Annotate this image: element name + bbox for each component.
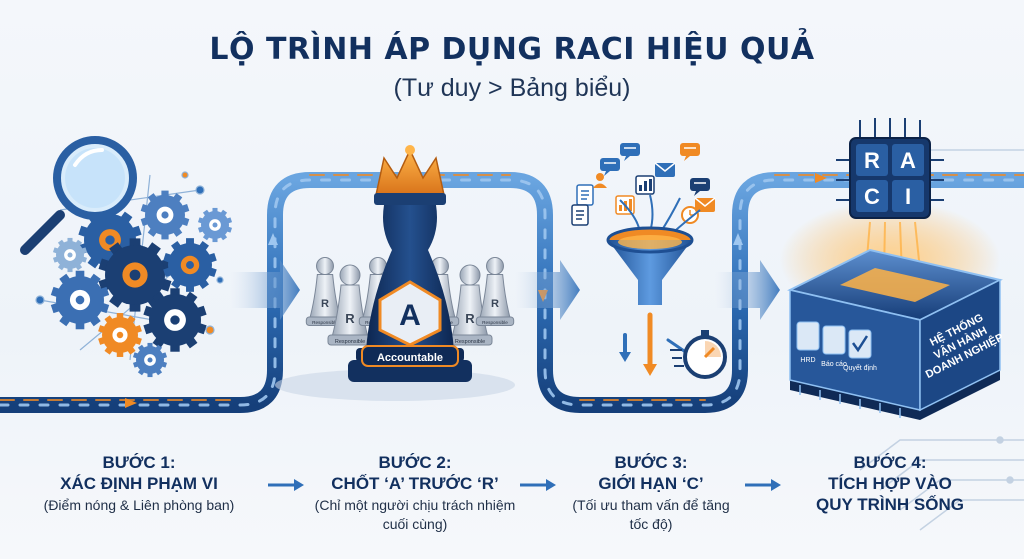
email-icon xyxy=(694,197,716,212)
step-1-label: BƯỚC 1: xyxy=(102,453,176,472)
step-2-title: CHỐT ‘A’ TRƯỚC ‘R’ xyxy=(331,474,499,493)
pawn-letter: R xyxy=(491,298,499,310)
step-4: BƯỚC 4: TÍCH HỢP VÀO QUY TRÌNH SỐNG xyxy=(790,452,990,515)
chat-bubble-icon xyxy=(690,178,710,196)
king-piece xyxy=(348,145,472,382)
raci-platform xyxy=(780,118,1003,420)
page-title: LỘ TRÌNH ÁP DỤNG RACI HIỆU QUẢ xyxy=(209,32,815,67)
funnel-illustration xyxy=(571,143,727,379)
step-1: BƯỚC 1: XÁC ĐỊNH PHẠM VI (Điểm nóng & Li… xyxy=(14,452,264,515)
gear-icon xyxy=(197,207,233,243)
pawn-letter: R xyxy=(345,311,355,326)
chat-bubble-icon xyxy=(600,158,620,176)
gears-illustration xyxy=(20,136,233,378)
pawn-piece: R Responsible xyxy=(327,264,373,346)
pawn-letter: R xyxy=(465,311,475,326)
email-icon xyxy=(654,162,676,177)
platform-pins xyxy=(799,385,901,418)
document-icon xyxy=(576,184,594,206)
step-4-label: BƯỚC 4: xyxy=(853,453,927,472)
step-2-desc: (Chỉ một người chịu trách nhiệm cuối cùn… xyxy=(314,497,516,532)
step-1-title: XÁC ĐỊNH PHẠM VI xyxy=(60,474,218,493)
chip-letter: A xyxy=(900,148,916,173)
pawn-piece: R Responsible xyxy=(475,257,515,326)
chat-bubble-icon xyxy=(620,143,640,161)
gear-icon xyxy=(140,190,190,240)
pawn-tag: Responsible xyxy=(482,320,508,325)
gear-icon xyxy=(143,288,207,352)
step-4-title-line-2: QUY TRÌNH SỐNG xyxy=(816,495,964,514)
pawn-tag: Responsible xyxy=(455,339,485,345)
card-label: Báo cáo xyxy=(821,361,847,368)
bar-chart-icon xyxy=(635,175,655,195)
chat-bubble-icon xyxy=(680,143,700,161)
stopwatch-icon xyxy=(670,330,727,379)
gear-icon xyxy=(163,238,217,292)
chip-pins xyxy=(836,118,944,201)
step-3-label: BƯỚC 3: xyxy=(614,453,688,472)
king-letter: A xyxy=(399,299,421,332)
step-1-desc: (Điểm nóng & Liên phòng ban) xyxy=(43,497,235,513)
gear-icon xyxy=(98,313,142,357)
chip-letter: R xyxy=(864,148,880,173)
magnifier-icon xyxy=(20,136,137,255)
pawn-piece: R Responsible xyxy=(305,257,345,326)
card-label: Quyết định xyxy=(843,363,877,372)
card-label: HRD xyxy=(800,357,815,364)
step-arrows xyxy=(268,479,781,491)
chip-letter: I xyxy=(905,184,911,209)
step-3: BƯỚC 3: GIỚI HẠN ‘C’ (Tối ưu tham vấn để… xyxy=(566,452,736,534)
transition-arrows xyxy=(230,260,780,320)
step-4-title: TÍCH HỢP VÀO xyxy=(828,474,952,493)
gear-icon xyxy=(132,342,168,378)
gear-icon xyxy=(52,237,88,273)
clock-icon xyxy=(681,206,699,224)
pawn-tag: Responsible xyxy=(335,339,365,345)
step-2: BƯỚC 2: CHỐT ‘A’ TRƯỚC ‘R’ (Chỉ một ngườ… xyxy=(312,452,518,534)
gear-icon xyxy=(50,270,110,330)
pawn-tag: Responsible xyxy=(312,320,338,325)
king-tag: Accountable xyxy=(377,352,443,364)
gear-icon xyxy=(98,238,172,312)
step-3-desc: (Tối ưu tham vấn để tăng tốc độ) xyxy=(572,497,730,532)
page-subtitle: (Tư duy > Bảng biểu) xyxy=(393,74,631,102)
chess-illustration: R Responsible R Responsible R Responsible R Res… xyxy=(275,145,515,401)
step-3-title: GIỚI HẠN ‘C’ xyxy=(598,474,704,493)
pawn-letter: R xyxy=(321,298,329,310)
step-2-label: BƯỚC 2: xyxy=(378,453,452,472)
document-icon xyxy=(571,204,589,226)
person-icon xyxy=(593,173,607,188)
chip-letter: C xyxy=(864,184,880,209)
